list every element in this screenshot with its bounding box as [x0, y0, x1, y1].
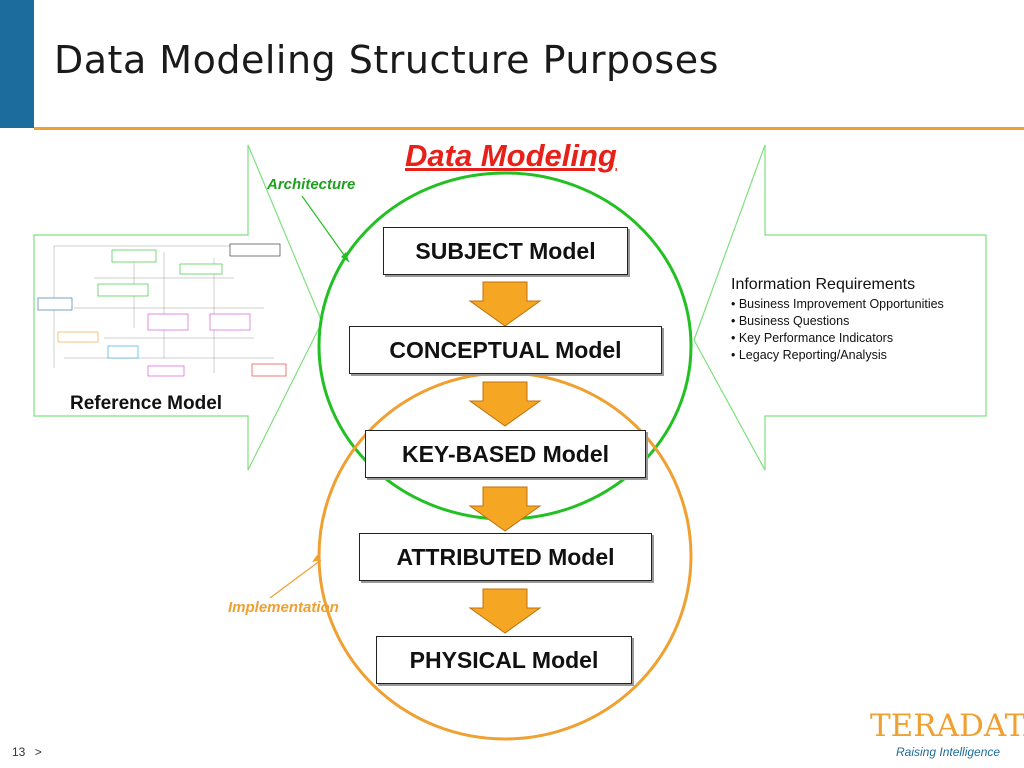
down-arrow-1 — [468, 281, 542, 327]
reference-model-thumbnail — [37, 243, 287, 377]
logo-wordmark: TERADATA — [870, 708, 1024, 744]
implementation-pointer-head — [312, 555, 321, 562]
information-requirements-item: • Business Questions — [731, 314, 850, 328]
architecture-pointer-head — [341, 252, 349, 262]
left-big-arrow — [33, 144, 323, 471]
implementation-pointer — [269, 559, 322, 599]
header-side-bar — [0, 0, 34, 128]
header-rule — [34, 127, 1024, 130]
page-number: 13 — [12, 745, 26, 759]
physical-model-box: PHYSICAL Model — [376, 636, 632, 684]
diagram-title: Data Modeling — [405, 138, 617, 173]
key-based-model-box: KEY-BASED Model — [365, 430, 646, 478]
information-requirements: Information Requirements • Business Impr… — [731, 276, 944, 364]
attributed-model-box: ATTRIBUTED Model — [359, 533, 652, 581]
information-requirements-item: • Business Improvement Opportunities — [731, 297, 944, 311]
page-title: Data Modeling Structure Purposes — [54, 38, 719, 82]
information-requirements-item: • Key Performance Indicators — [731, 331, 894, 345]
down-arrow-3 — [468, 486, 542, 532]
architecture-label: Architecture — [267, 176, 356, 193]
page-footer: 13 > — [12, 745, 42, 759]
page-marker: > — [34, 745, 42, 759]
reference-model-label: Reference Model — [70, 393, 223, 414]
subject-model-box: SUBJECT Model — [383, 227, 628, 275]
information-requirements-item: • Legacy Reporting/Analysis — [731, 348, 887, 362]
logo-tagline: Raising Intelligence — [896, 745, 1001, 759]
architecture-pointer — [301, 195, 350, 263]
teradata-logo: TERADATA Raising Intelligence — [870, 708, 1024, 763]
down-arrow-2 — [468, 381, 542, 427]
right-big-arrow — [693, 144, 987, 471]
down-arrow-4 — [468, 588, 542, 634]
implementation-label: Implementation — [228, 599, 339, 616]
conceptual-model-box: CONCEPTUAL Model — [349, 326, 662, 374]
information-requirements-heading: Information Requirements — [731, 276, 916, 293]
